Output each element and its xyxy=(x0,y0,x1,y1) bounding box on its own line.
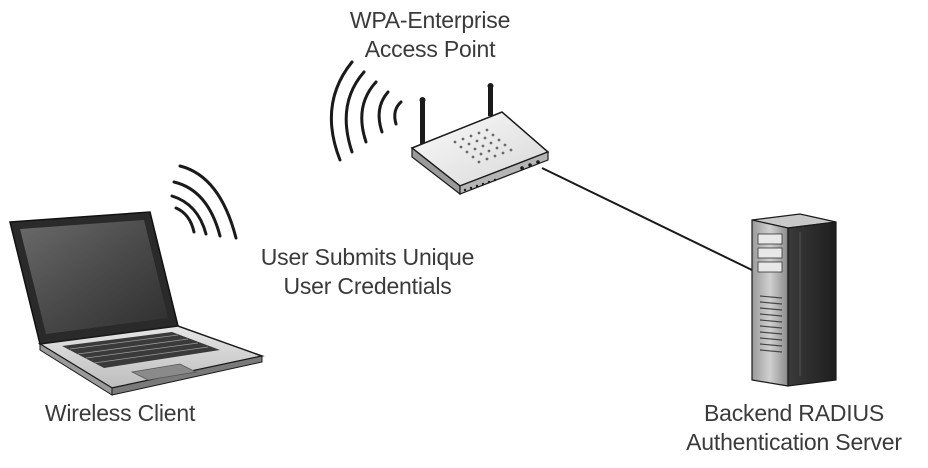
wireless-client-label: Wireless Client xyxy=(20,399,220,428)
credentials-message-line1: User Submits Unique xyxy=(260,244,475,270)
laptop-icon xyxy=(9,211,265,396)
access-point-label-line1: WPA-Enterprise xyxy=(349,7,511,33)
radius-server-label-line2: Authentication Server xyxy=(686,429,902,455)
radius-server-label-line1: Backend RADIUS xyxy=(704,400,884,426)
access-point-label-line2: Access Point xyxy=(364,36,496,62)
radius-server-label: Backend RADIUS Authentication Server xyxy=(660,399,928,457)
ap-wifi-waves-icon xyxy=(329,60,403,162)
wireless-router-icon xyxy=(410,83,550,196)
credentials-message-label: User Submits Unique User Credentials xyxy=(225,243,510,301)
credentials-message-line2: User Credentials xyxy=(283,273,452,299)
wireless-client-label-text: Wireless Client xyxy=(44,400,196,426)
server-tower-icon xyxy=(751,213,837,387)
network-cable xyxy=(541,167,753,271)
access-point-label: WPA-Enterprise Access Point xyxy=(300,6,560,64)
client-wifi-waves-icon xyxy=(170,164,238,240)
